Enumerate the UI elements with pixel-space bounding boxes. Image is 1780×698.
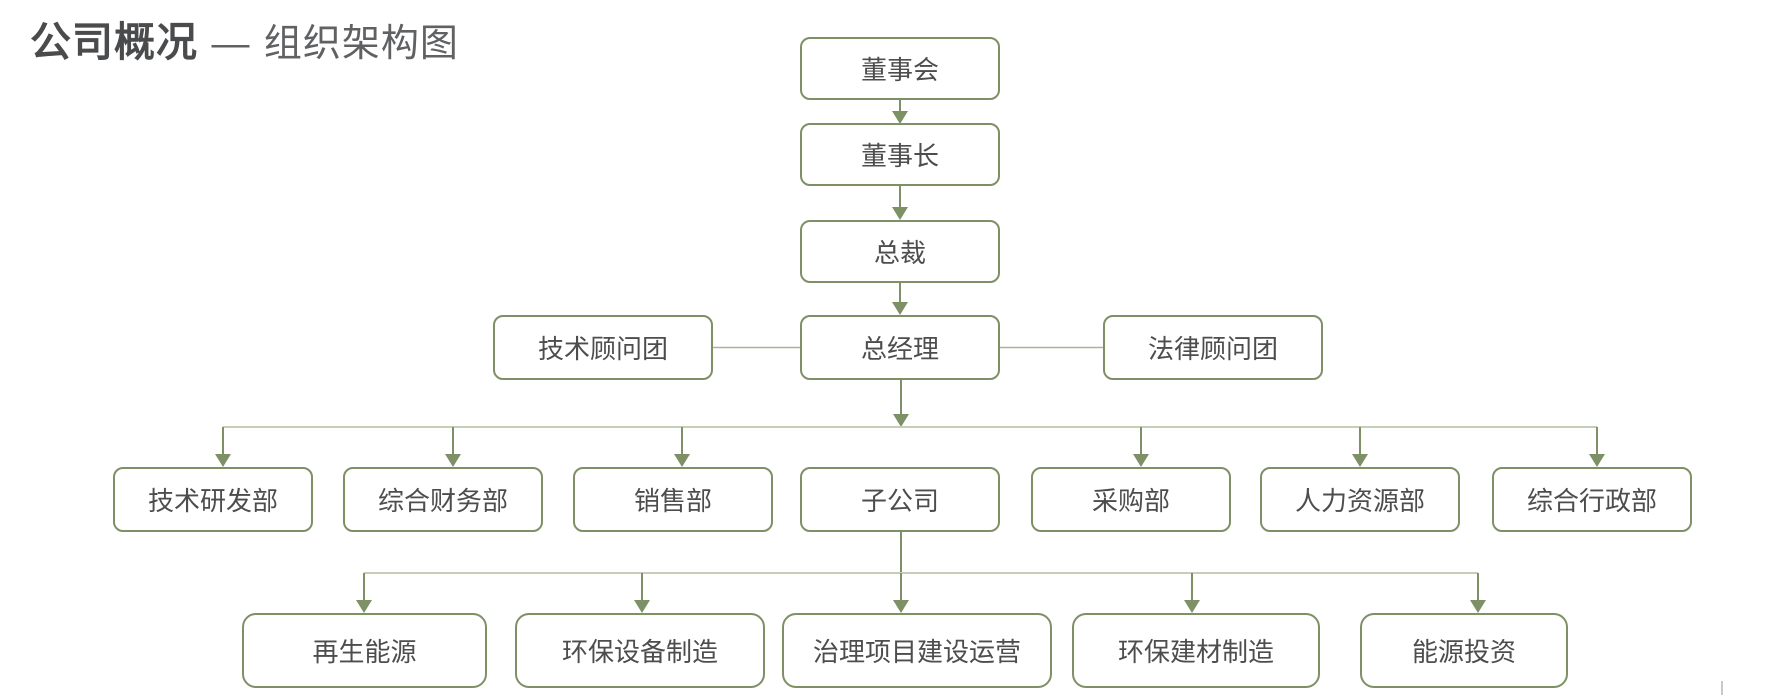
org-node-dept-admin-label: 综合行政部 bbox=[1526, 486, 1657, 516]
org-node-dept-admin: 综合行政部 bbox=[1492, 467, 1692, 532]
org-node-dept-sales: 销售部 bbox=[573, 467, 773, 532]
org-node-general-manager: 总经理 bbox=[800, 315, 1000, 380]
arrow-chairman-to-president bbox=[892, 186, 908, 220]
org-node-sub-renewable-energy: 再生能源 bbox=[242, 613, 487, 688]
org-node-legal-advisory-label: 法律顾问团 bbox=[1147, 334, 1278, 364]
arrow-president-to-gm bbox=[892, 283, 908, 315]
org-node-tech-advisory: 技术顾问团 bbox=[493, 315, 713, 380]
org-node-dept-sales-label: 销售部 bbox=[633, 486, 712, 516]
org-node-sub-governance-projects-label: 治理项目建设运营 bbox=[812, 637, 1021, 667]
org-node-dept-subsidiary-co-label: 子公司 bbox=[860, 486, 939, 516]
org-node-dept-finance: 综合财务部 bbox=[343, 467, 543, 532]
org-node-sub-renewable-energy-label: 再生能源 bbox=[312, 637, 417, 667]
arrow-board-to-chairman bbox=[892, 100, 908, 124]
title-heading: 公司概况 bbox=[30, 19, 198, 65]
org-node-sub-env-materials: 环保建材制造 bbox=[1072, 613, 1320, 688]
org-node-dept-hr: 人力资源部 bbox=[1260, 467, 1460, 532]
org-node-sub-env-equipment-label: 环保设备制造 bbox=[561, 637, 718, 667]
org-node-dept-procurement-label: 采购部 bbox=[1091, 486, 1170, 516]
org-node-chairman-label: 董事长 bbox=[860, 141, 939, 171]
org-node-legal-advisory: 法律顾问团 bbox=[1103, 315, 1323, 380]
arrow-bus-to-finance bbox=[445, 427, 461, 467]
org-node-dept-procurement: 采购部 bbox=[1031, 467, 1231, 532]
org-node-sub-env-materials-label: 环保建材制造 bbox=[1117, 637, 1274, 667]
org-node-board: 董事会 bbox=[800, 37, 1000, 100]
arrow-bus-to-hr bbox=[1352, 427, 1368, 467]
title-separator: — bbox=[211, 23, 251, 65]
scrollbar-fragment bbox=[1721, 681, 1723, 695]
arrow-bus-to-env-equipment bbox=[634, 573, 650, 613]
arrow-bus-to-governance-projects bbox=[893, 573, 909, 613]
arrow-bus-to-energy-investment bbox=[1470, 573, 1486, 613]
arrow-bus-to-admin bbox=[1589, 427, 1605, 467]
org-node-dept-tech-rd-label: 技术研发部 bbox=[147, 486, 278, 516]
title-subtitle: 组织架构图 bbox=[263, 23, 459, 65]
org-node-dept-tech-rd: 技术研发部 bbox=[113, 467, 313, 532]
arrow-bus-to-renewable-energy bbox=[356, 573, 372, 613]
org-node-chairman: 董事长 bbox=[800, 123, 1000, 186]
org-node-sub-env-equipment: 环保设备制造 bbox=[515, 613, 765, 688]
arrow-bus-to-tech-rd bbox=[215, 427, 231, 467]
org-node-sub-energy-investment-label: 能源投资 bbox=[1411, 637, 1516, 667]
org-node-dept-hr-label: 人力资源部 bbox=[1294, 486, 1425, 516]
page-title: 公司概况 — 组织架构图 bbox=[30, 8, 459, 68]
arrow-bus-to-procurement bbox=[1133, 427, 1149, 467]
org-node-dept-finance-label: 综合财务部 bbox=[377, 486, 508, 516]
org-node-president-label: 总裁 bbox=[873, 238, 926, 268]
org-node-sub-energy-investment: 能源投资 bbox=[1360, 613, 1568, 688]
arrow-bus-to-sales bbox=[674, 427, 690, 467]
org-node-general-manager-label: 总经理 bbox=[860, 334, 939, 364]
org-node-board-label: 董事会 bbox=[860, 55, 939, 85]
org-node-president: 总裁 bbox=[800, 220, 1000, 283]
org-node-dept-subsidiary-co: 子公司 bbox=[800, 467, 1000, 532]
org-node-tech-advisory-label: 技术顾问团 bbox=[537, 334, 668, 364]
org-node-sub-governance-projects: 治理项目建设运营 bbox=[782, 613, 1052, 688]
arrow-bus-to-env-materials bbox=[1184, 573, 1200, 613]
arrow-gm-to-department-bus bbox=[893, 380, 909, 427]
